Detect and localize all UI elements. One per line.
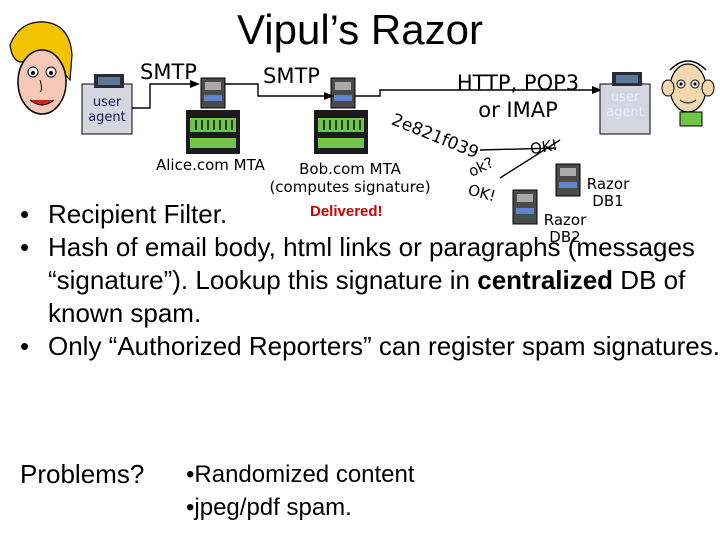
smtp-label-left: SMTP	[140, 60, 197, 84]
razor-db1-server-icon	[555, 163, 581, 197]
razor-db2-server-icon	[512, 189, 538, 225]
http-label-line1: HTTP, POP3	[456, 71, 580, 95]
arrow-heads	[190, 80, 602, 100]
bullet-dot: •	[20, 331, 30, 361]
user-agent-left-line2: agent	[88, 110, 126, 125]
bob-mta-line2: (computes signature)	[269, 178, 431, 196]
bullet-list: • Recipient Filter. • Hash of email body…	[20, 198, 720, 363]
razor-db1-line1: Razor	[586, 175, 630, 193]
razor-db2-label: Razor DB2	[540, 212, 590, 246]
bullet-text: Recipient Filter.	[48, 199, 228, 229]
bob-face-icon	[661, 60, 715, 127]
alice-mta-server-icon	[186, 77, 240, 154]
sub-bullet-text: jpeg/pdf spam.	[194, 494, 352, 521]
bullet-text-after: DB of known spam.	[48, 265, 686, 328]
razor-db2-line2: DB2	[549, 228, 581, 246]
razor-db2-line1: Razor	[543, 211, 587, 229]
sub-bullet-randomized: •Randomized content	[186, 461, 415, 488]
user-agent-right-line1: user	[610, 90, 640, 105]
user-agent-right-computer-icon	[599, 72, 651, 135]
razor-db1-line2: DB1	[592, 192, 624, 210]
user-agent-right-line2: agent	[606, 105, 644, 120]
problems-sub-list: •Randomized content •jpeg/pdf spam.	[186, 458, 415, 524]
delivered-label: Delivered!	[310, 203, 383, 220]
bullet-text: Hash of email body, html links or paragr…	[48, 232, 695, 295]
razor-db1-label: Razor DB1	[580, 176, 636, 210]
flow-arrows	[132, 83, 600, 179]
sub-bullet-text: Randomized content	[194, 461, 415, 488]
alice-mta-label: Alice.com MTA	[156, 156, 265, 174]
bullet-hash-email-body: • Hash of email body, html links or para…	[20, 231, 720, 330]
alice-face-icon	[9, 21, 73, 115]
http-pop3-imap-label: HTTP, POP3 or IMAP	[448, 70, 588, 124]
sub-bullet-jpeg-pdf: •jpeg/pdf spam.	[186, 494, 352, 521]
slide-title: Vipul’s Razor	[237, 6, 483, 53]
bullet-bold-word: centralized	[477, 265, 614, 295]
smtp-label-middle: SMTP	[263, 64, 320, 88]
user-agent-left-computer-icon	[81, 74, 133, 135]
bullet-dot: •	[20, 232, 30, 262]
problems-label: Problems?	[20, 459, 145, 489]
bob-mta-line1: Bob.com MTA	[299, 160, 401, 178]
user-agent-left-label: user agent	[82, 95, 132, 125]
bob-mta-label: Bob.com MTA (computes signature)	[268, 160, 432, 196]
bullet-text: Only “Authorized Reporters” can register…	[48, 331, 720, 361]
bullet-authorized-reporters: • Only “Authorized Reporters” can regist…	[20, 330, 720, 363]
user-agent-left-line1: user	[92, 95, 122, 110]
bullet-dot: •	[20, 199, 30, 229]
bullet-recipient-filter: • Recipient Filter.	[20, 198, 720, 231]
user-agent-right-label: user agent	[600, 90, 650, 120]
http-label-line2: or IMAP	[478, 98, 558, 122]
bob-mta-server-icon	[314, 77, 368, 154]
